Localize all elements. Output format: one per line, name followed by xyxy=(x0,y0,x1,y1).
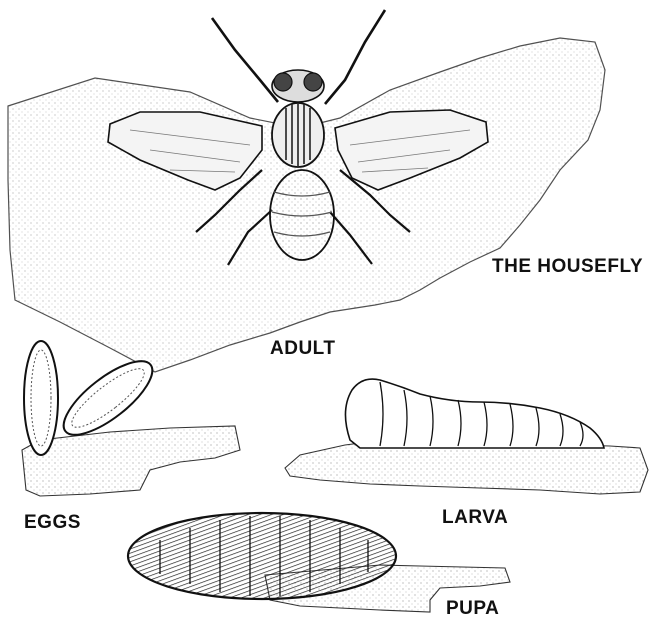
larva-label: LARVA xyxy=(442,507,508,529)
eggs-label: EGGS xyxy=(24,512,81,534)
larva xyxy=(345,379,604,448)
eggs-surface xyxy=(22,426,240,496)
pupa xyxy=(128,513,396,599)
title-label: THE HOUSEFLY xyxy=(492,256,643,278)
adult-label: ADULT xyxy=(270,338,335,360)
